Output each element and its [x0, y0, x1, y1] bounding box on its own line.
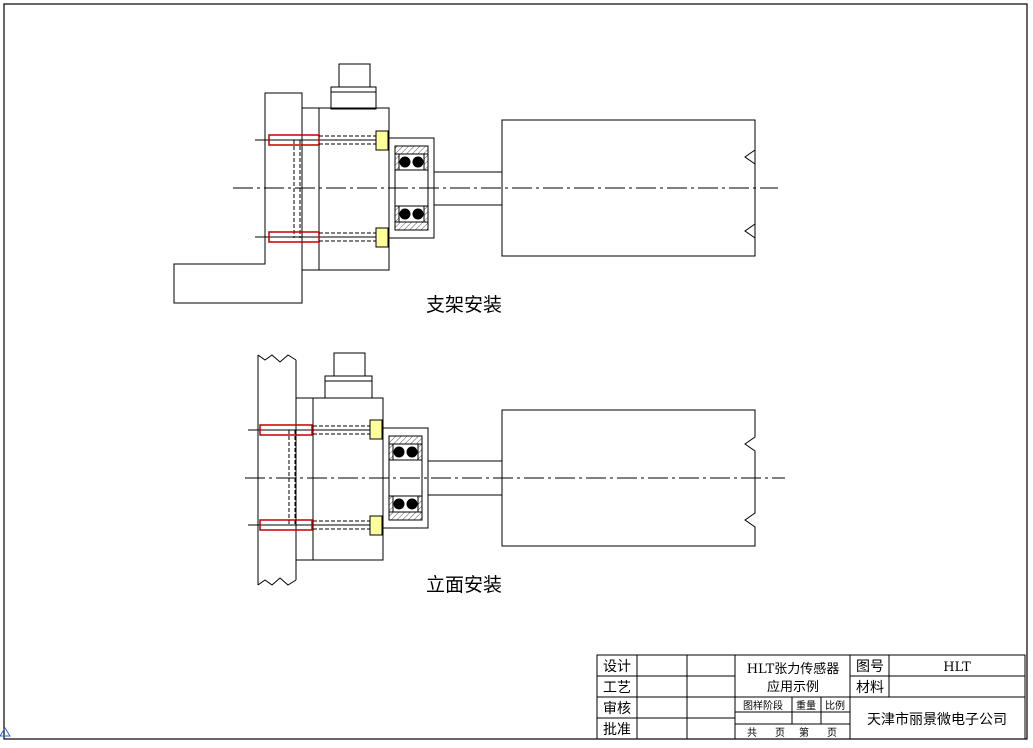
bracket-installation-label: 支架安装 [426, 294, 502, 316]
connector-plug [338, 63, 371, 88]
bolt-lower [259, 519, 313, 531]
weight-label: 重量 [796, 699, 816, 712]
vertical-installation-view [245, 352, 785, 586]
nut-upper [375, 130, 389, 151]
stage-label: 图样阶段 [743, 699, 783, 712]
connector-housing [324, 375, 373, 399]
approve-label: 批准 [603, 722, 631, 738]
drawing-number-value: HLT [943, 660, 971, 675]
bolt-upper [268, 134, 320, 146]
roller [501, 409, 756, 547]
nut-upper [369, 419, 383, 440]
drawing-frame [3, 3, 1028, 740]
mounting-block [301, 107, 320, 271]
connector-housing [330, 86, 377, 110]
bearing-ball [393, 446, 405, 458]
material-label: 材料 [856, 680, 884, 696]
vertical-installation-label: 立面安装 [426, 574, 502, 596]
mounting-block [295, 397, 314, 561]
sheet-label: 第 [799, 726, 809, 739]
l-bracket [173, 92, 303, 304]
sheet-unit-label: 页 [827, 727, 837, 739]
bearing-ball [399, 208, 411, 220]
nut-lower [369, 515, 383, 536]
process-label: 工艺 [603, 680, 631, 696]
design-label: 设计 [603, 659, 631, 675]
total-label: 共 [747, 727, 757, 739]
nut-lower [375, 227, 389, 248]
scale-label: 比例 [825, 699, 845, 712]
bracket-installation-view [173, 63, 778, 304]
bearing-ball [399, 156, 411, 168]
connector-plug [333, 352, 366, 377]
title-block [596, 654, 1026, 740]
drawing-title-line2: 应用示例 [767, 679, 819, 695]
corner-marker-icon [0, 727, 11, 737]
bearing-ball [406, 498, 418, 510]
review-label: 审核 [603, 701, 631, 717]
bolt-lower [268, 231, 320, 243]
bolt-upper [259, 424, 313, 436]
bearing-ball [412, 156, 424, 168]
sheet-unit-label: 页 [775, 727, 785, 739]
bearing-ball [406, 446, 418, 458]
bearing-ball [393, 498, 405, 510]
drawing-title-line1: HLT张力传感器 [747, 661, 840, 677]
drawing-number-label: 图号 [856, 659, 884, 675]
company-name: 天津市丽景微电子公司 [867, 711, 1007, 728]
bearing-ball [412, 208, 424, 220]
